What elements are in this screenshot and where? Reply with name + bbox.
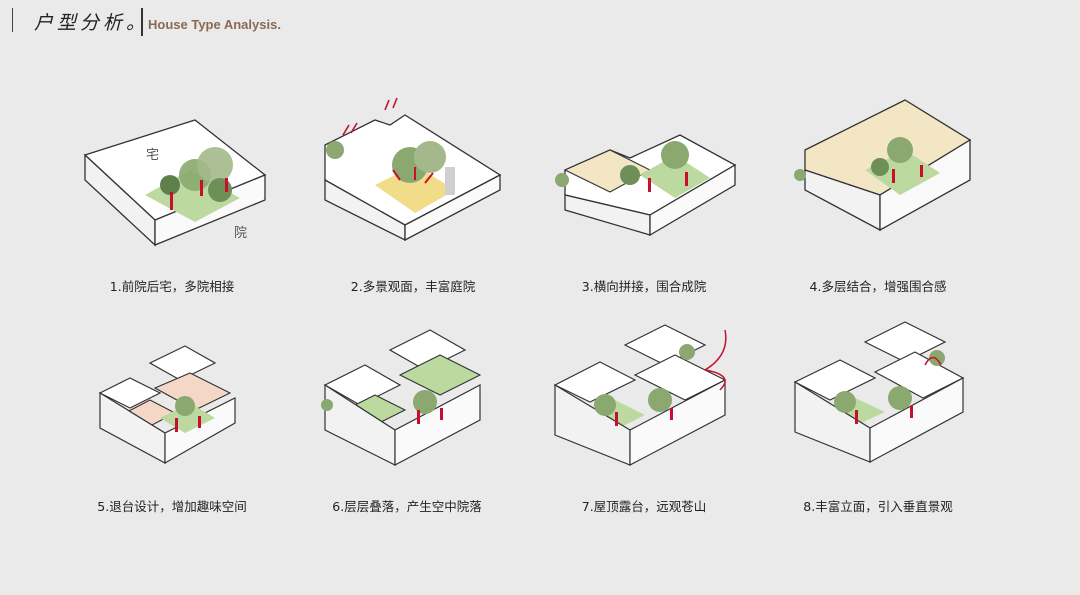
diagram-5-figure [98, 345, 236, 465]
label-yard: 院 [234, 226, 248, 241]
diagram-7-caption: 7.屋顶露台，远观苍山 [581, 499, 707, 514]
diagram-3 [550, 110, 750, 250]
page-header: 户型分析。 House Type Analysis. [0, 0, 1080, 50]
diagram-5 [90, 338, 250, 468]
diagram-1-figure [83, 119, 267, 247]
header-divider-left [12, 8, 13, 32]
diagram-4-figure [794, 99, 972, 232]
diagram-8-caption: 8.丰富立面，引入垂直景观 [803, 499, 953, 514]
diagram-2-caption: 2.多景观面，丰富庭院 [350, 279, 476, 294]
diagram-7 [545, 320, 745, 470]
diagram-2-figure [324, 97, 502, 242]
diagram-8 [785, 320, 975, 470]
diagram-4-caption: 4.多层结合，增强围合感 [809, 279, 947, 294]
header-divider [141, 8, 143, 36]
page-title-en: House Type Analysis. [148, 17, 281, 32]
diagram-2 [305, 95, 515, 245]
diagram-8-figure [793, 321, 965, 464]
diagram-3-caption: 3.横向拼接，围合成院 [581, 279, 707, 294]
diagram-6 [315, 329, 495, 470]
diagram-3-figure [555, 134, 737, 237]
diagram-7-figure [553, 324, 727, 466]
diagram-1: 宅 院 [70, 110, 280, 250]
label-house: 宅 [146, 148, 160, 163]
diagram-6-caption: 6.层层叠落，产生空中院落 [332, 499, 482, 514]
diagram-1-caption: 1.前院后宅，多院相接 [109, 279, 235, 294]
diagram-4 [790, 95, 980, 245]
diagram-5-caption: 5.退台设计，增加趣味空间 [97, 499, 247, 514]
diagram-6-figure [321, 329, 482, 466]
page-title-cn: 户型分析。 [34, 12, 150, 34]
